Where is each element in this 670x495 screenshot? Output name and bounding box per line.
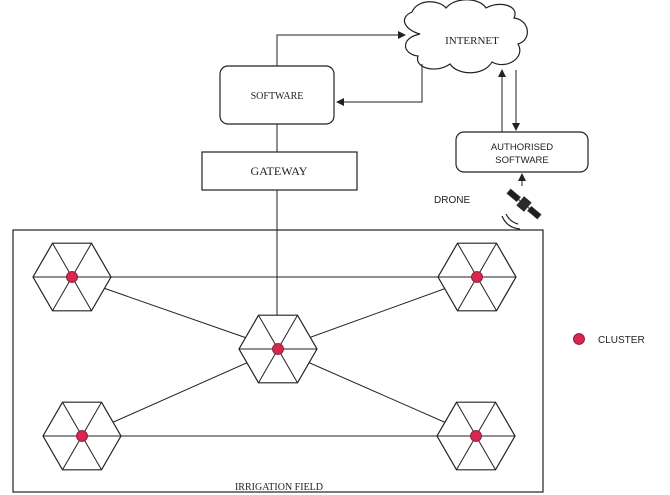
cluster-dot <box>76 430 88 442</box>
hexagon-spoke <box>476 242 497 278</box>
internet-node: INTERNET <box>403 0 528 74</box>
hexagon-spoke <box>475 401 496 437</box>
cluster-group <box>32 242 517 471</box>
signal-wave-icon <box>501 213 521 230</box>
irrigation-field-label: IRRIGATION FIELD <box>235 482 323 493</box>
legend: CLUSTER <box>573 333 645 346</box>
link-bottom-right-center <box>277 348 477 437</box>
link-top-right-center <box>277 276 478 350</box>
authorised-software-node: AUTHORISED SOFTWARE <box>455 131 589 173</box>
hexagon-spoke <box>258 314 279 350</box>
internet-to-software-arrow <box>336 64 423 106</box>
link-top-left-center <box>71 276 279 350</box>
hexagon-spoke <box>475 435 496 471</box>
hexagon-spoke <box>52 276 73 312</box>
software-to-internet-arrow <box>276 31 406 66</box>
software-label: SOFTWARE <box>251 91 304 102</box>
satellite-icon <box>506 188 542 220</box>
software-node: SOFTWARE <box>219 65 335 125</box>
authorised-software-box <box>455 131 589 173</box>
link-bottom-left-center <box>81 348 279 437</box>
cluster-links <box>71 276 478 437</box>
hexagon-spoke <box>456 435 477 471</box>
cluster-dot <box>471 271 483 283</box>
cluster-bottom-left <box>42 401 122 471</box>
gateway-box <box>201 151 358 191</box>
hexagon-spoke <box>476 276 497 312</box>
hexagon-spoke <box>71 276 92 312</box>
hexagon-spoke <box>457 276 478 312</box>
drone-label: DRONE <box>434 195 470 206</box>
gateway-node: GATEWAY <box>201 151 358 191</box>
hexagon-spoke <box>277 314 298 350</box>
legend-cluster-dot <box>573 333 585 345</box>
cluster-dot <box>470 430 482 442</box>
cluster-top-left <box>32 242 112 312</box>
authorised-label-line1: AUTHORISED <box>491 142 553 153</box>
hexagon-spoke <box>62 401 83 437</box>
hexagon-spoke <box>52 242 73 278</box>
gateway-label: GATEWAY <box>251 164 308 178</box>
hexagon-spoke <box>81 435 102 471</box>
hexagon-spoke <box>456 401 477 437</box>
drone-node: DRONE <box>434 188 542 230</box>
hexagon-spoke <box>277 348 298 384</box>
cluster-center <box>238 314 318 384</box>
hexagon-spoke <box>258 348 279 384</box>
cluster-dot <box>66 271 78 283</box>
cluster-bottom-right <box>436 401 516 471</box>
hexagon-spoke <box>81 401 102 437</box>
cluster-dot <box>272 343 284 355</box>
authorised-label-line2: SOFTWARE <box>495 155 548 166</box>
hexagon-spoke <box>71 242 92 278</box>
legend-cluster-label: CLUSTER <box>598 335 645 346</box>
irrigation-field-box <box>12 229 544 493</box>
cluster-top-right <box>437 242 517 312</box>
cloud-shape <box>403 0 528 74</box>
internet-label: INTERNET <box>445 35 499 47</box>
hexagon-spoke <box>62 435 83 471</box>
hexagon-spoke <box>457 242 478 278</box>
